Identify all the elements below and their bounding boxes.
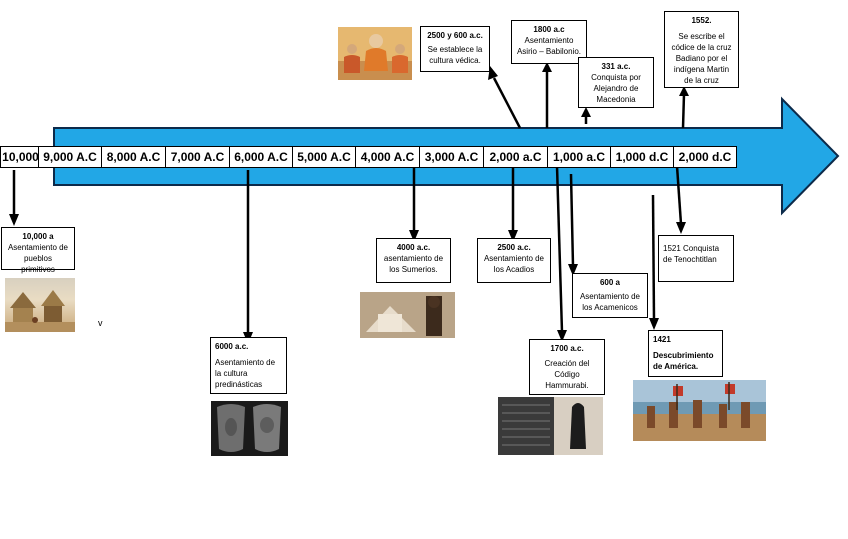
connector-1700 [555,165,564,333]
sumerian-image [360,292,455,338]
event-box-2500-acadios: 2500 a.c. Asentamiento de los Acadios [477,238,551,283]
tick-7000-ac: 7,000 A.C [165,146,230,168]
event-box-331: 331 a.c. Conquista por Alejandro de Mace… [578,57,654,108]
event-box-6000: 6000 a.c. Asentamiento de la cultura pre… [210,337,287,394]
event-title: 10,000 a [22,232,54,241]
event-text: Asentamiento de los Acamenicos [579,292,641,312]
connector-1521 [675,165,683,225]
vedic-culture-image [338,27,412,80]
event-box-1800: 1800 a.c Asentamiento Asirio – Babilonio… [511,20,587,64]
tick-4000-ac: 4,000 A.C [355,146,420,168]
event-box-2500-vedica: 2500 y 600 a.c. Se establece la cultura … [420,26,490,72]
narmer-palette-image [211,401,288,456]
event-text: Asentamiento de los Acadios [483,254,545,274]
primitive-village-image [5,278,75,332]
tick-3000-ac: 3,000 A.C [419,146,484,168]
event-box-1521: 1521 Conquista de Tenochtitlan [658,235,734,282]
tick-1000-ac: 1,000 a.C [547,146,611,168]
event-text: Creación del Código Hammurabi. [544,359,590,390]
event-text: asentamiento de los Sumerios. [383,254,444,274]
event-text: Se escribe el códice de la cruz Badiano … [671,32,732,85]
event-title: 6000 a.c. [215,342,249,351]
event-title: 4000 a.c. [396,243,431,252]
event-title: 1421 [653,335,671,344]
event-text: Asentamiento de la cultura predinásticas [215,358,276,389]
event-box-10000: 10,000 a Asentamiento de pueblos primiti… [1,227,75,274]
event-text: Conquista por Alejandro de Macedonia [591,73,641,104]
connector-2500v [492,77,522,129]
hammurabi-code-image [498,397,603,455]
connector-600 [569,173,575,267]
event-title: 2500 y 600 a.c. [427,31,483,40]
event-title: 2500 a.c. [497,243,531,252]
tick-5000-ac: 5,000 A.C [292,146,356,168]
event-title: 1700 a.c. [550,344,584,353]
event-box-600: 600 a Asentamiento de los Acamenicos [572,273,648,318]
event-text: 1521 Conquista de Tenochtitlan [663,244,720,264]
tick-6000-ac: 6,000 A.C [229,146,293,168]
discovery-of-america-image [633,380,766,441]
tick-2000-dc: 2,000 d.C [673,146,737,168]
event-title: 1552. [691,16,712,25]
event-title: 600 a [599,278,621,287]
tick-2000-ac: 2,000 a.C [483,146,548,168]
event-box-1552: 1552. Se escribe el códice de la cruz Ba… [664,11,739,88]
tick-10000: 10,000 [0,146,41,168]
event-text: Se establece la cultura védica. [427,45,483,65]
event-title: 1800 a.c [533,25,565,34]
tick-8000-ac: 8,000 A.C [101,146,166,168]
event-title: 331 a.c. [601,62,631,71]
event-text: Asentamiento de pueblos primitivos [7,243,69,274]
event-text: Asentamiento Asirio – Babilonio. [516,36,582,56]
event-box-1700: 1700 a.c. Creación del Código Hammurabi. [529,339,605,395]
tick-1000-dc: 1,000 d.C [610,146,674,168]
event-text: Descubrimiento de América. [653,351,714,371]
tick-9000-ac: 9,000 A.C [38,146,102,168]
connector-1421 [651,194,656,321]
event-box-1421: 1421 Descubrimiento de América. [648,330,723,377]
connector-1552 [681,93,686,129]
stray-mark: v [98,318,103,328]
event-box-4000: 4000 a.c. asentamiento de los Sumerios. [376,238,451,283]
